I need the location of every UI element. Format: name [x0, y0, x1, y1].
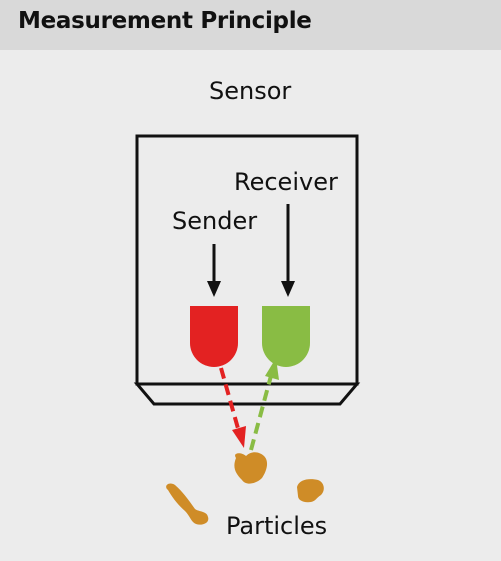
sensor-lens-window	[133, 382, 361, 406]
sender-pointer-arrow	[207, 244, 221, 297]
sensor-label: Sensor	[209, 77, 292, 105]
receiver-label: Receiver	[234, 168, 338, 196]
emitted-beam-arrow	[219, 367, 246, 448]
particle-right	[297, 479, 324, 503]
particle-center	[234, 452, 268, 484]
page-title: Measurement Principle	[18, 8, 312, 34]
sender-element	[190, 306, 238, 367]
receiver-pointer-arrow	[281, 204, 295, 297]
reflected-beam-arrow	[249, 358, 279, 451]
header-bar: Measurement Principle	[0, 0, 501, 50]
sender-label: Sender	[172, 207, 258, 235]
particles-label: Particles	[226, 512, 328, 540]
particle-left	[166, 483, 209, 525]
receiver-element	[262, 306, 310, 367]
